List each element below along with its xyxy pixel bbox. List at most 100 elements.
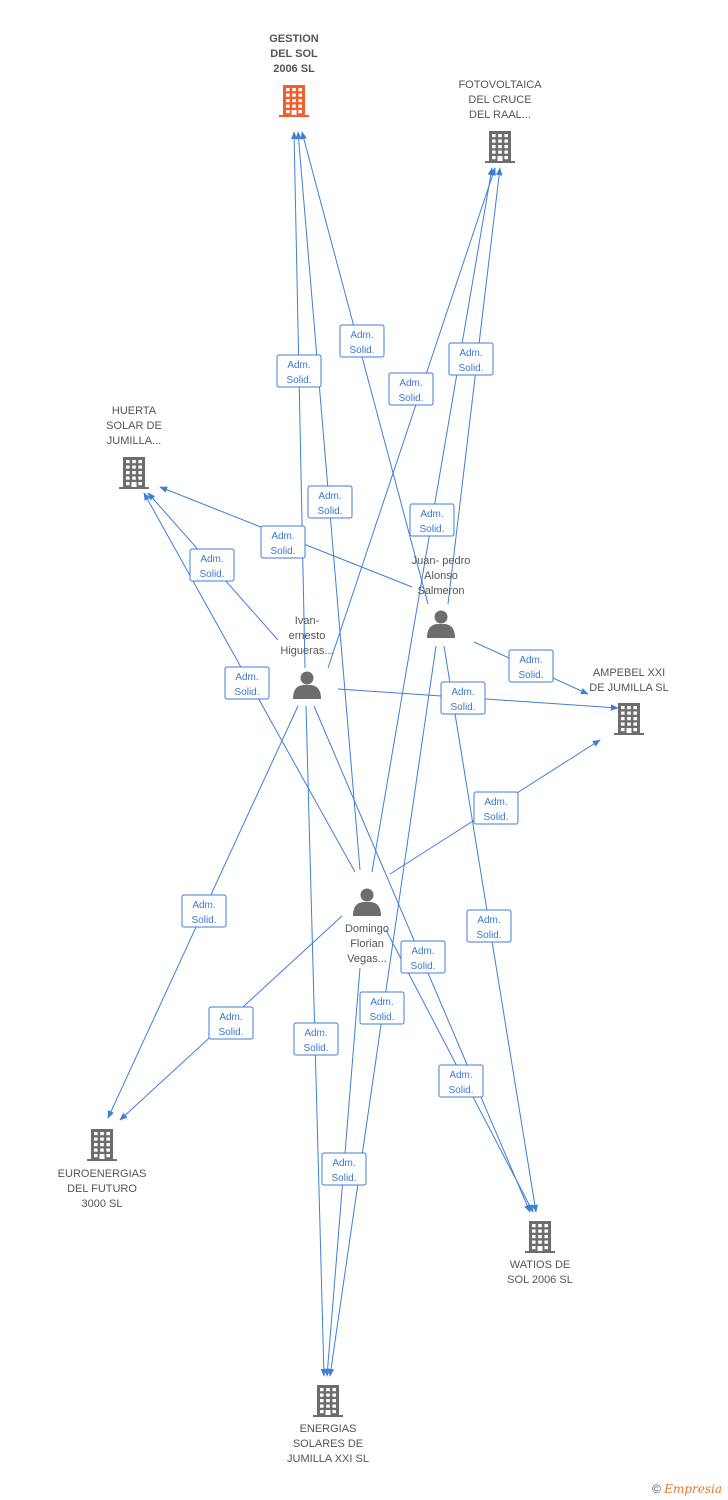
edge-label-box bbox=[293, 1022, 339, 1056]
company-building-icon bbox=[485, 131, 515, 163]
edge-label-text: Adm. bbox=[271, 531, 294, 542]
person-icon bbox=[427, 610, 455, 638]
edge-label-box bbox=[224, 666, 270, 700]
edge-label-box bbox=[307, 485, 353, 519]
edge-label-text: Adm. bbox=[200, 554, 223, 565]
edge-label-text: Adm. bbox=[350, 330, 373, 341]
node-label: JUMILLA... bbox=[107, 435, 161, 447]
edge-label-domingo-to-euro[interactable]: Adm.Solid. bbox=[208, 1006, 254, 1040]
company-building-icon bbox=[87, 1129, 117, 1161]
edge-label-text: Adm. bbox=[318, 491, 341, 502]
edge-label-ivan-to-gestion[interactable]: Adm.Solid. bbox=[276, 354, 322, 388]
edge-label-text: Adm. bbox=[519, 655, 542, 666]
edge-label-text: Solid. bbox=[234, 687, 259, 698]
node-label: Florian bbox=[350, 938, 384, 950]
edge-label-text: Solid. bbox=[317, 506, 342, 517]
edge-label-text: Adm. bbox=[235, 672, 258, 683]
edge-label-domingo-to-huerta[interactable]: Adm. Solid. bbox=[224, 666, 270, 700]
edge-label-domingo-to-energias[interactable]: Adm.Solid. bbox=[321, 1152, 367, 1186]
edge-label-ivan-to-ampebel[interactable]: Adm. Solid. bbox=[440, 681, 486, 715]
edge-label-text: Solid. bbox=[270, 546, 295, 557]
node-label: DEL CRUCE bbox=[468, 94, 531, 106]
edge-label-box bbox=[388, 372, 434, 406]
node-label: Domingo bbox=[345, 923, 389, 935]
node-huerta[interactable]: HUERTA SOLAR DE JUMILLA... bbox=[106, 405, 162, 489]
node-label: Alonso bbox=[424, 570, 458, 582]
edge-label-text: Solid. bbox=[458, 363, 483, 374]
edge-label-box bbox=[339, 324, 385, 358]
edge-label-text: Solid. bbox=[398, 393, 423, 404]
watermark: © Empresia bbox=[652, 1482, 722, 1496]
edge-juan-to-fotovoltaica bbox=[447, 167, 503, 605]
node-domingo[interactable]: DomingoFlorianVegas... bbox=[345, 888, 389, 966]
edge-label-box bbox=[409, 503, 455, 537]
edge-label-domingo-to-watios[interactable]: Adm.Solid. bbox=[438, 1064, 484, 1098]
edge-label-text: Adm. bbox=[411, 946, 434, 957]
edge-label-domingo-to-fotovoltaica[interactable]: Adm.Solid. bbox=[409, 503, 455, 537]
edge-label-text: Solid. bbox=[476, 930, 501, 941]
edge-label-ivan-to-euro[interactable]: Adm.Solid. bbox=[181, 894, 227, 928]
edge-label-box bbox=[400, 940, 446, 974]
node-label: Juan- pedro bbox=[412, 555, 471, 567]
node-label: SOLAR DE bbox=[106, 420, 162, 432]
edge-label-text: Solid. bbox=[331, 1173, 356, 1184]
edge-ivan-to-fotovoltaica bbox=[327, 167, 496, 669]
edge-label-box bbox=[181, 894, 227, 928]
edge-label-domingo-to-gestion[interactable]: Adm. Solid. bbox=[307, 485, 353, 519]
node-label: Salmeron bbox=[417, 585, 464, 597]
edge-label-domingo-to-ampebel[interactable]: Adm.Solid. bbox=[473, 791, 519, 825]
edge-label-text: Adm. bbox=[451, 687, 474, 698]
edge-label-juan-to-energias[interactable]: Adm.Solid. bbox=[359, 991, 405, 1025]
edge-label-box bbox=[189, 548, 235, 582]
node-label: DEL RAAL... bbox=[469, 109, 531, 121]
edge-label-ivan-to-huerta[interactable]: Adm. Solid. bbox=[189, 548, 235, 582]
node-ivan[interactable]: Ivan-ernestoHigueras... bbox=[280, 615, 334, 699]
edge-label-box bbox=[466, 909, 512, 943]
edge-label-box bbox=[359, 991, 405, 1025]
edge-label-juan-to-ampebel[interactable]: Adm.Solid. bbox=[508, 649, 554, 683]
main-company-building-icon bbox=[279, 85, 309, 117]
edge-label-box bbox=[438, 1064, 484, 1098]
edge-ivan-to-gestion bbox=[290, 131, 306, 669]
node-label: GESTION bbox=[269, 33, 319, 45]
edge-label-box bbox=[440, 681, 486, 715]
edge-label-box bbox=[321, 1152, 367, 1186]
edges-layer bbox=[107, 131, 619, 1377]
edge-label-text: Solid. bbox=[483, 812, 508, 823]
edge-label-text: Adm. bbox=[304, 1028, 327, 1039]
copyright-symbol: © bbox=[652, 1482, 661, 1496]
edge-label-box bbox=[473, 791, 519, 825]
edge-label-text: Solid. bbox=[199, 569, 224, 580]
edge-label-text: Adm. bbox=[192, 900, 215, 911]
edge-label-ivan-to-fotovoltaica[interactable]: Adm.Solid. bbox=[388, 372, 434, 406]
edge-label-ivan-to-watios[interactable]: Adm.Solid. bbox=[400, 940, 446, 974]
edge-label-text: Solid. bbox=[286, 375, 311, 386]
edge-label-juan-to-gestion[interactable]: Adm.Solid. bbox=[339, 324, 385, 358]
edge-label-text: Solid. bbox=[450, 702, 475, 713]
edge-label-juan-to-fotovoltaica[interactable]: Adm. Solid. bbox=[448, 342, 494, 376]
edge-juan-to-gestion bbox=[300, 131, 429, 605]
node-label: HUERTA bbox=[112, 405, 157, 417]
node-label: SOLARES DE bbox=[293, 1438, 363, 1450]
node-label: AMPEBEL XXI bbox=[593, 667, 665, 679]
brand-logo-text: Empresia bbox=[664, 1482, 722, 1496]
edge-label-box bbox=[276, 354, 322, 388]
edge-label-box bbox=[448, 342, 494, 376]
edge-label-juan-to-huerta[interactable]: Adm. Solid. bbox=[260, 525, 306, 559]
company-building-icon bbox=[119, 457, 149, 489]
edge-label-juan-to-watios[interactable]: Adm.Solid. bbox=[466, 909, 512, 943]
company-building-icon bbox=[525, 1221, 555, 1253]
edge-label-text: Adm. bbox=[459, 348, 482, 359]
edge-label-ivan-to-energias[interactable]: Adm.Solid. bbox=[293, 1022, 339, 1056]
company-building-icon bbox=[614, 703, 644, 735]
node-label: ENERGIAS bbox=[300, 1423, 357, 1435]
